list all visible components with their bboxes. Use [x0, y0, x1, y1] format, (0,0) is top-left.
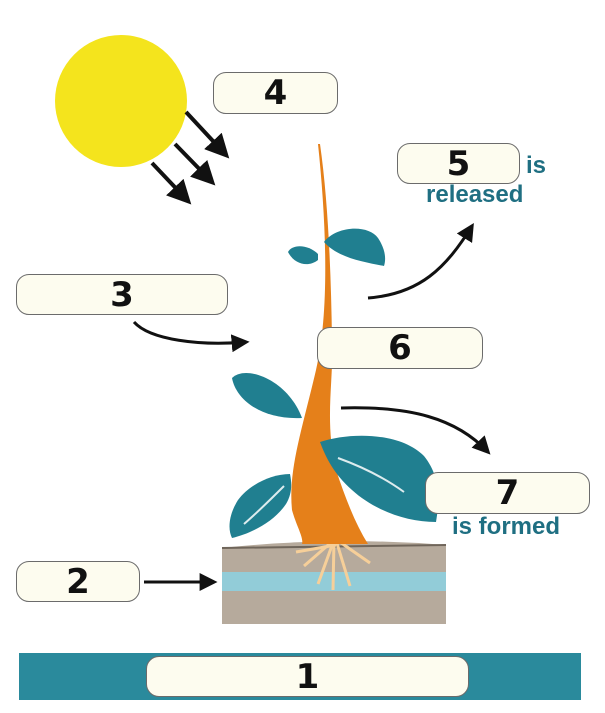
root — [334, 539, 352, 587]
label-1-text: 1 — [295, 656, 320, 697]
label-4-text: 4 — [263, 73, 288, 113]
root — [303, 538, 335, 568]
sun-ray-arrow — [184, 110, 230, 159]
sun-ray-arrow — [150, 161, 192, 205]
is-formed-caption: is formed — [452, 513, 561, 540]
root — [331, 539, 336, 591]
label-box-1[interactable]: 1 — [146, 656, 469, 697]
label-box-5[interactable]: 5 — [397, 143, 520, 184]
label-2-text: 2 — [66, 561, 90, 602]
label-box-2[interactable]: 2 — [16, 561, 140, 602]
is-caption: is — [526, 152, 547, 179]
leaf-vein — [243, 485, 285, 525]
released-caption: released — [426, 181, 524, 208]
label-box-7[interactable]: 7 — [425, 472, 590, 514]
leaf-top-left — [288, 246, 318, 265]
leaf-top-right — [324, 228, 386, 266]
arrow-output-7 — [340, 406, 491, 455]
sun — [55, 35, 187, 167]
leaf-middle-left — [232, 372, 302, 419]
arrow-output-5 — [367, 222, 474, 300]
label-7-text: 7 — [495, 473, 520, 513]
arrow-input-3 — [132, 320, 250, 353]
sunlight-arrows — [150, 110, 230, 205]
label-box-6[interactable]: 6 — [317, 327, 483, 369]
process-arrows — [132, 222, 491, 591]
root — [295, 543, 337, 554]
leaf-veins — [243, 457, 405, 525]
sun-ray-arrow — [173, 142, 216, 186]
label-box-3[interactable]: 3 — [16, 274, 228, 315]
label-box-4[interactable]: 4 — [213, 72, 338, 114]
label-6-text: 6 — [388, 328, 412, 368]
label-5-text: 5 — [446, 143, 471, 184]
label-3-text: 3 — [110, 274, 134, 315]
leaf-vein — [337, 457, 405, 493]
leaf-lower-right — [320, 435, 439, 522]
leaf-lower-left — [229, 474, 292, 538]
